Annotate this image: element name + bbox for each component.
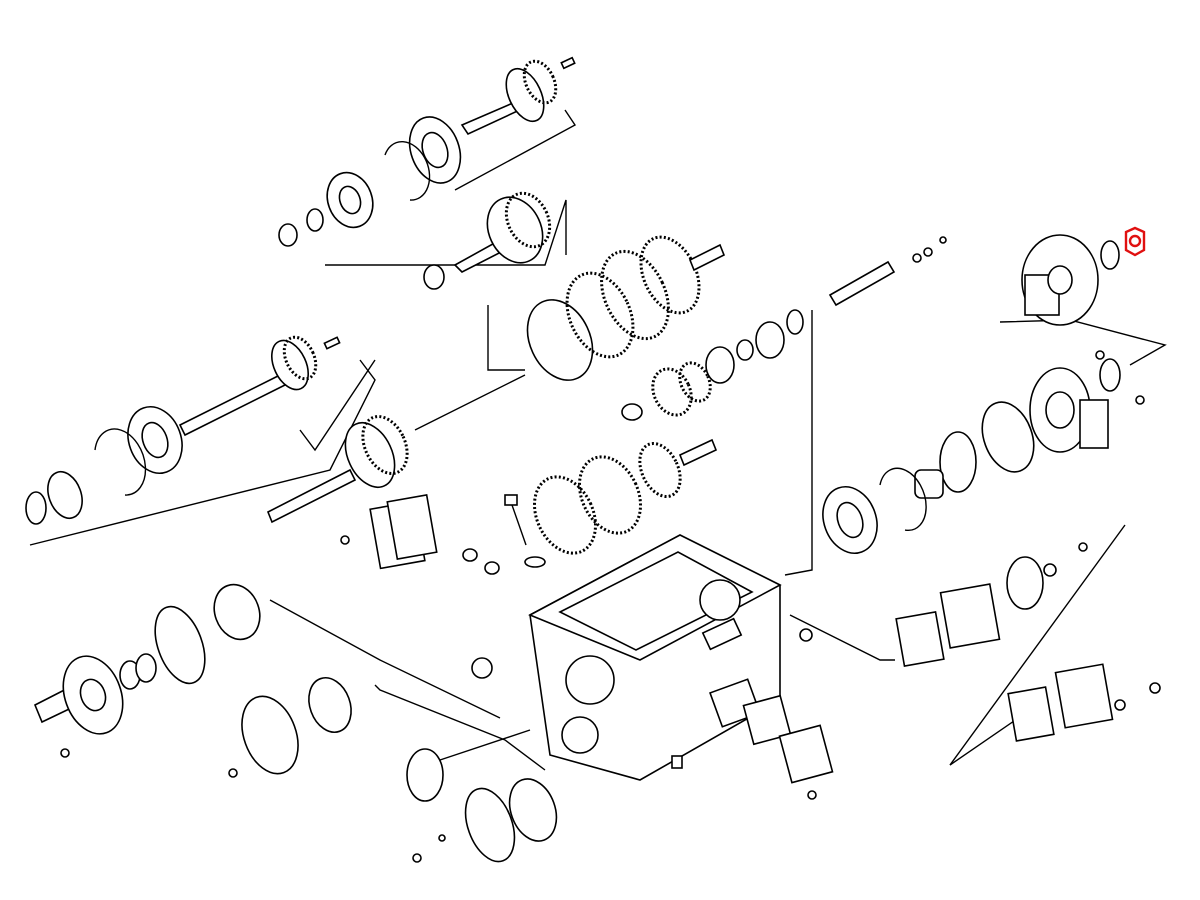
- group-bracket-line-9: [949, 524, 1126, 766]
- front-bolt[interactable]: [60, 748, 70, 758]
- right-bearing-housing-group: [814, 350, 1145, 561]
- gearbox-housing[interactable]: [528, 534, 782, 781]
- bottom-seal[interactable]: [406, 748, 444, 802]
- front-flange-group: [33, 578, 501, 758]
- main-input-shaft-group: [25, 332, 526, 546]
- small-pins-top[interactable]: [912, 236, 947, 263]
- upper-seal[interactable]: [278, 223, 298, 247]
- cluster-roller-bearings[interactable]: [705, 309, 804, 384]
- rod-arrow-line: [784, 310, 813, 576]
- front-washer-2[interactable]: [135, 653, 157, 683]
- pto-washer[interactable]: [1114, 699, 1126, 711]
- group-bracket-line-3: [29, 359, 376, 546]
- bearing-housing[interactable]: [1029, 367, 1109, 453]
- group-bracket-line-6: [487, 305, 525, 371]
- housing-stud[interactable]: [799, 628, 813, 642]
- right-bearing[interactable]: [814, 479, 886, 561]
- upper-washer[interactable]: [306, 208, 324, 232]
- bottom-cage[interactable]: [456, 782, 523, 868]
- input-seal[interactable]: [42, 467, 88, 523]
- lower-seal-housing[interactable]: [232, 689, 308, 782]
- bottom-gasket[interactable]: [501, 772, 564, 847]
- cover-plate-2[interactable]: [386, 494, 438, 560]
- arrow-line-5: [414, 374, 526, 431]
- spacer-sleeve[interactable]: [914, 469, 944, 499]
- housing-seal[interactable]: [1099, 358, 1121, 392]
- arrow-line-12: [374, 684, 546, 771]
- lower-gear-cluster[interactable]: [523, 437, 718, 563]
- upper-input-shaft-group: [278, 56, 577, 290]
- pto-bolt[interactable]: [1149, 682, 1161, 694]
- rear-cover-group: [789, 524, 1161, 766]
- upper-small-bearing[interactable]: [320, 166, 380, 234]
- selector-rod[interactable]: [828, 260, 896, 307]
- housing-gaskets: [471, 628, 834, 800]
- front-gasket[interactable]: [146, 600, 215, 690]
- rear-bearing[interactable]: [1006, 556, 1044, 610]
- upper-snap-ring[interactable]: [384, 141, 431, 201]
- bottom-bolt[interactable]: [412, 853, 422, 863]
- cluster-shaft-group: [462, 228, 804, 575]
- countershaft-gear[interactable]: [621, 358, 716, 421]
- upper-synchro-hub[interactable]: [453, 186, 558, 273]
- housing-ring[interactable]: [939, 431, 977, 493]
- housing-gasket[interactable]: [973, 395, 1043, 479]
- shift-cover-plates: [340, 494, 438, 570]
- rear-bolt[interactable]: [1078, 542, 1088, 552]
- group-bracket-line-2: [454, 109, 577, 191]
- input-washer[interactable]: [25, 491, 47, 525]
- output-flange[interactable]: [1021, 234, 1099, 326]
- upper-shaft[interactable]: [460, 56, 576, 136]
- hex-nut[interactable]: [1124, 226, 1146, 257]
- output-gear-shaft[interactable]: [266, 409, 416, 524]
- main-gear-cluster[interactable]: [515, 228, 726, 391]
- front-flange[interactable]: [33, 648, 133, 742]
- bottom-pin[interactable]: [438, 834, 446, 842]
- input-snap-ring[interactable]: [94, 428, 147, 496]
- housing-plug[interactable]: [671, 755, 683, 769]
- side-gasket-2[interactable]: [778, 724, 834, 784]
- input-bearing[interactable]: [119, 399, 191, 481]
- drain-plug[interactable]: [462, 494, 546, 575]
- output-flange-group: [999, 226, 1167, 366]
- right-snap-ring[interactable]: [879, 467, 927, 532]
- side-bolt[interactable]: [807, 790, 817, 800]
- pto-gasket[interactable]: [1007, 686, 1055, 742]
- arrow-line-11: [269, 599, 501, 719]
- housing-bolt-1[interactable]: [1095, 350, 1105, 360]
- input-shaft[interactable]: [178, 332, 341, 437]
- breather-plug[interactable]: [471, 657, 493, 679]
- upper-bearing[interactable]: [401, 110, 469, 190]
- front-seal-ring[interactable]: [207, 578, 267, 646]
- arrow-line-8: [789, 614, 895, 661]
- rear-washer[interactable]: [1043, 563, 1057, 577]
- group-bracket-line-4: [299, 359, 376, 452]
- group-bracket-line-7: [999, 319, 1167, 366]
- rear-cover[interactable]: [939, 583, 1001, 649]
- pto-cover[interactable]: [1054, 663, 1114, 729]
- flange-washer[interactable]: [1100, 240, 1120, 270]
- housing-bolt-2[interactable]: [1135, 395, 1145, 405]
- lower-bolt[interactable]: [228, 768, 238, 778]
- cover-bolt[interactable]: [340, 535, 350, 545]
- lower-seal-ring[interactable]: [302, 672, 359, 738]
- arrow-line-13: [439, 729, 531, 761]
- side-gasket-1[interactable]: [742, 694, 792, 746]
- rear-gasket[interactable]: [895, 610, 945, 668]
- lower-seal-group: [228, 672, 564, 868]
- needle-bearing[interactable]: [423, 264, 445, 290]
